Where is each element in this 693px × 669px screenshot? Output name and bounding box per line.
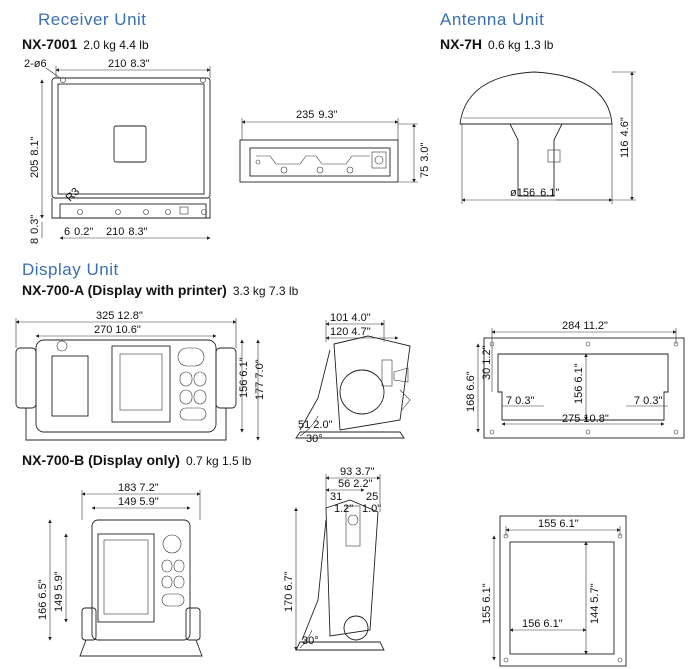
receiver-holes-label: 2-ø6 — [24, 58, 47, 70]
display-b-model: NX-700-B (Display only) — [22, 452, 180, 468]
display-b-model-line: NX-700-B (Display only) 0.7 kg 1.5 lb — [22, 452, 251, 468]
display-a-cutout-height-label: 168 6.6" — [465, 371, 477, 412]
display-b-height1-label: 166 6.5" — [37, 579, 49, 620]
display-b-side3-label: 31 — [330, 491, 342, 503]
display-a-model: NX-700-A (Display with printer) — [22, 282, 227, 298]
receiver-radius-label: R3 — [64, 186, 82, 204]
display-a-cutout-width-label: 284 11.2" — [562, 320, 608, 332]
display-a-weight: 3.3 kg 7.3 lb — [232, 284, 299, 298]
display-a-cutout-dimensions: 284 11.2" 168 6.6" 30 1.2" 156 6.1" 7 0.… — [465, 320, 677, 433]
display-b-side1-label: 93 3.7" — [340, 466, 375, 478]
display-b-cutout-height-label: 155 6.1" — [481, 583, 493, 624]
display-a-side1-label: 101 4.0" — [330, 312, 371, 324]
antenna-weight: 0.6 kg 1.3 lb — [488, 38, 554, 52]
display-a-width1-label: 325 12.8" — [96, 310, 143, 322]
display-b-width2-label: 149 5.9" — [118, 496, 159, 508]
receiver-height-label: 2058.1" — [29, 136, 41, 178]
display-b-cutout-drawing — [499, 515, 627, 667]
display-a-cutout-right-gap-label: 7 0.3" — [634, 395, 662, 407]
display-b-weight: 0.7 kg 1.5 lb — [185, 454, 252, 468]
display-a-cutout-inner-height-label: 156 6.1" — [573, 363, 585, 404]
receiver-model-line: NX-7001 2.0 kg 4.4 lb — [22, 36, 149, 52]
display-a-model-line: NX-700-A (Display with printer) 3.3 kg 7.… — [22, 282, 298, 298]
antenna-height-label: 1164.6" — [619, 117, 631, 158]
display-unit-heading: Display Unit — [22, 260, 119, 279]
display-b-width1-label: 183 7.2" — [118, 482, 159, 494]
display-b-side4-label: 25 — [366, 491, 378, 503]
display-b-cutout-inner-height-label: 144 5.7" — [589, 583, 601, 624]
receiver-unit-heading: Receiver Unit — [38, 10, 147, 29]
display-a-width2-label: 270 10.6" — [94, 324, 141, 336]
display-a-side-dimensions: 101 4.0" 120 4.7" 51 2.0" 30° — [298, 312, 399, 445]
receiver-side-height-label: 753.0" — [419, 142, 431, 178]
receiver-weight: 2.0 kg 4.4 lb — [83, 38, 149, 52]
antenna-model: NX-7H — [440, 36, 483, 52]
display-a-cutout-top-label: 30 1.2" — [481, 345, 493, 380]
display-a-side2-label: 120 4.7" — [330, 326, 371, 338]
display-b-front-drawing — [79, 519, 203, 657]
display-b-side-dimensions: 93 3.7" 56 2.2" 31 25 1.2" 1.0" 170 6.7"… — [283, 466, 381, 651]
receiver-model: NX-7001 — [22, 36, 78, 52]
display-b-side2-label: 56 2.2" — [338, 478, 373, 490]
display-b-cutout-inner-width-label: 156 6.1" — [522, 618, 563, 630]
display-a-front-dimensions: 325 12.8" 270 10.6" 156 6.1" 177 7.0" — [15, 310, 266, 441]
display-b-height2-label: 149 5.9" — [53, 571, 65, 612]
display-b-side5-label: 1.2" — [334, 503, 353, 515]
display-a-height2-label: 177 7.0" — [254, 359, 266, 400]
display-a-side3-label: 51 2.0" — [298, 419, 333, 431]
display-b-cutout-width-label: 155 6.1" — [538, 518, 579, 530]
antenna-model-line: NX-7H 0.6 kg 1.3 lb — [440, 36, 553, 52]
receiver-bottom-label: 80.3" — [29, 215, 41, 244]
display-a-front-drawing — [15, 339, 237, 441]
display-b-side-drawing — [295, 499, 385, 651]
display-b-front-dimensions: 183 7.2" 149 5.9" 166 6.5" 149 5.9" — [37, 482, 201, 641]
display-a-cutout-left-gap-label: 7 0.3" — [506, 395, 534, 407]
antenna-unit-heading: Antenna Unit — [440, 10, 545, 29]
display-a-height1-label: 156 6.1" — [238, 357, 250, 398]
display-b-angle-label: 30° — [302, 635, 319, 647]
display-b-cutout-dimensions: 155 6.1" 155 6.1" 144 5.7" 156 6.1" — [481, 518, 621, 661]
display-a-cutout-drawing — [483, 337, 685, 439]
display-b-side6-label: 1.0" — [362, 503, 381, 515]
display-a-cutout-inner-width-label: 275 10.8" — [562, 413, 609, 425]
display-b-side-height-label: 170 6.7" — [283, 571, 295, 612]
receiver-front-drawing — [51, 77, 211, 219]
display-a-angle-label: 30° — [306, 433, 323, 445]
